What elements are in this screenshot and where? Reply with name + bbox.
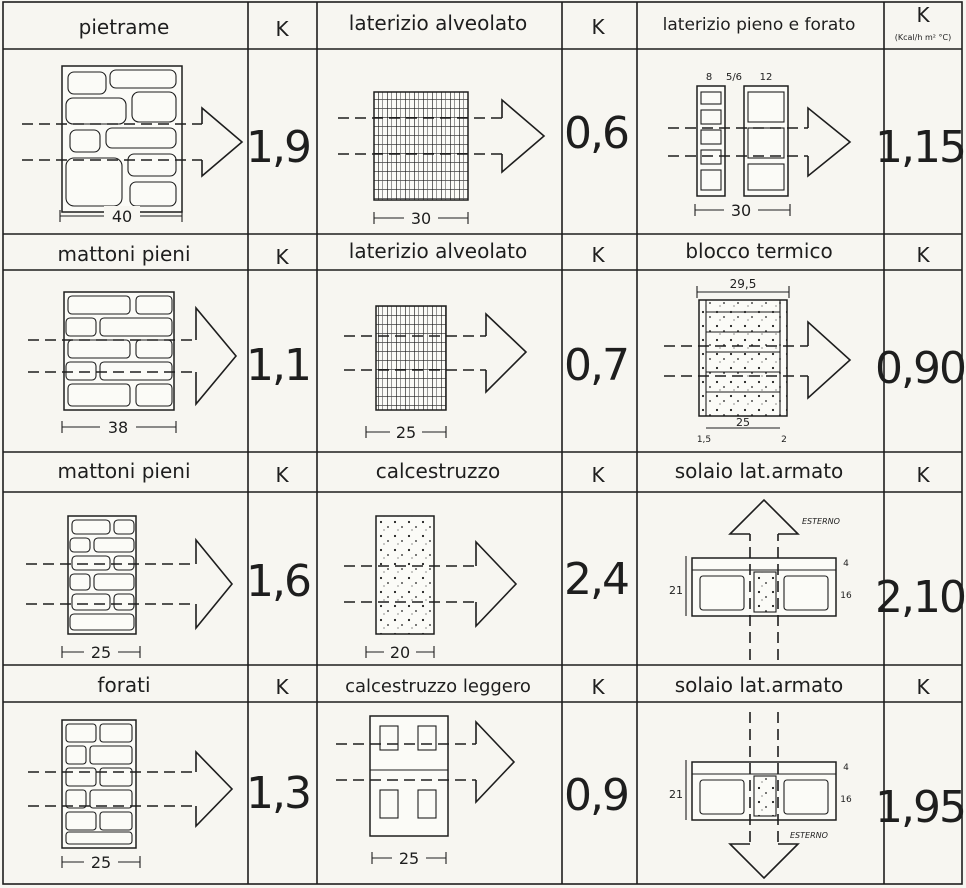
heat-flow-arrow-down (728, 712, 800, 880)
solid-brick-sketch (63, 291, 175, 411)
dimension-text: 25 (91, 643, 111, 662)
heat-flow-arrow (344, 312, 528, 394)
k-value: 1,15 (875, 122, 965, 173)
sub-dimension: 4 (843, 559, 849, 569)
heat-flow-arrow (28, 305, 238, 407)
dimension-text: 40 (112, 207, 132, 226)
heat-flow-arrow (664, 320, 852, 400)
hollow-tile-sketch (61, 719, 137, 849)
k-value: 0,6 (564, 108, 628, 159)
heat-flow-arrow (338, 98, 546, 174)
sub-dimension: 5/6 (726, 72, 742, 83)
material-label: laterizio pieno e forato (663, 15, 856, 35)
material-label: mattoni pieni (57, 459, 190, 483)
sub-dimension: 8 (706, 72, 712, 83)
dimension-text: 21 (669, 788, 683, 801)
k-header: K (591, 243, 605, 267)
dimension-text: 38 (108, 418, 128, 437)
dimension-line: 30 (373, 208, 469, 228)
lightweight-concrete-sketch (369, 715, 449, 837)
k-header: K (275, 675, 289, 699)
sub-dimension: 1,5 (697, 435, 711, 445)
reinforced-floor-sketch: ESTERNO 21 4 16 (669, 760, 852, 840)
dimension-line: 30 (694, 200, 791, 220)
dimension-line: 29,5 25 1,5 2 (696, 277, 790, 445)
hollow-brick-sketch (375, 305, 447, 411)
material-label: forati (97, 673, 150, 697)
k-value: 1,9 (246, 122, 310, 173)
dimension-line: 25 (61, 852, 141, 872)
sub-dimension: 16 (840, 591, 852, 601)
solid-brick-sketch (67, 515, 137, 635)
material-label: pietrame (79, 15, 170, 39)
material-label: solaio lat.armato (675, 459, 844, 483)
dimension-line: 20 (365, 642, 435, 662)
k-header: K (275, 463, 289, 487)
k-value: 2,10 (875, 572, 965, 623)
sub-dimension: 16 (840, 795, 852, 805)
k-value: 2,4 (564, 554, 628, 605)
material-label: laterizio alveolato (349, 239, 527, 263)
dimension-text: 30 (411, 209, 431, 228)
dimension-text: 25 (396, 423, 416, 442)
dimension-line: 40 (59, 206, 183, 226)
dimension-text: 20 (390, 643, 410, 662)
k-header: K (916, 675, 930, 699)
exterior-label: ESTERNO (790, 831, 828, 840)
dimension-text: 25 (91, 853, 111, 872)
hollow-brick-sketch (373, 91, 469, 201)
thermal-block-sketch (698, 299, 788, 417)
solid-and-hollow-brick-sketch: 8 5/6 12 (696, 72, 789, 197)
sub-dimension: 25 (736, 416, 750, 429)
dimension-line: 38 (61, 417, 177, 437)
k-value: 1,95 (875, 782, 965, 833)
k-header: K (916, 3, 930, 27)
k-header: K (591, 463, 605, 487)
k-value: 0,90 (875, 343, 965, 394)
k-value: 1,1 (246, 340, 310, 391)
k-value: 1,3 (246, 768, 310, 819)
k-value: 0,9 (564, 770, 628, 821)
material-label: solaio lat.armato (675, 673, 844, 697)
k-header: K (916, 463, 930, 487)
heat-flow-arrow (28, 750, 234, 828)
heat-flow-arrow (22, 106, 244, 178)
sub-dimension: 2 (781, 435, 787, 445)
material-label: blocco termico (685, 239, 832, 263)
sub-dimension: 12 (760, 72, 773, 83)
k-header: K (275, 17, 289, 41)
k-header: K (591, 15, 605, 39)
dimension-text: 30 (731, 201, 751, 220)
dimension-line: 25 (365, 422, 447, 442)
header-labels: pietrame K laterizio alveolato K lateriz… (57, 3, 951, 699)
heat-flow-arrow (336, 719, 516, 805)
heat-flow-arrow-up (728, 498, 800, 660)
dimension-line: 25 (61, 642, 141, 662)
reinforced-floor-sketch: ESTERNO 21 4 16 (669, 517, 852, 617)
k-header: K (591, 675, 605, 699)
material-label: calcestruzzo (376, 459, 501, 483)
k-value: 0,7 (564, 340, 628, 391)
dimension-text: 25 (399, 849, 419, 868)
k-value: 1,6 (246, 556, 310, 607)
exterior-label: ESTERNO (802, 517, 840, 526)
material-label: laterizio alveolato (349, 11, 527, 35)
sub-dimension: 4 (843, 763, 849, 773)
dimension-line: 25 (371, 848, 447, 868)
heat-flow-arrow (344, 540, 518, 628)
k-header: K (275, 245, 289, 269)
heat-flow-arrow (26, 537, 234, 631)
dimension-text: 29,5 (730, 277, 757, 291)
material-label: calcestruzzo leggero (345, 676, 531, 697)
dimension-text: 21 (669, 584, 683, 597)
stone-wall-sketch (61, 65, 183, 213)
k-header: K (916, 243, 930, 267)
unit-label: (Kcal/h m² °C) (895, 33, 951, 42)
concrete-sketch (375, 515, 435, 635)
material-label: mattoni pieni (57, 242, 190, 266)
heat-flow-arrow (668, 106, 852, 178)
k-values: 1,9 0,6 1,15 1,1 0,7 0,90 1,6 2,4 2,10 1… (246, 108, 966, 833)
